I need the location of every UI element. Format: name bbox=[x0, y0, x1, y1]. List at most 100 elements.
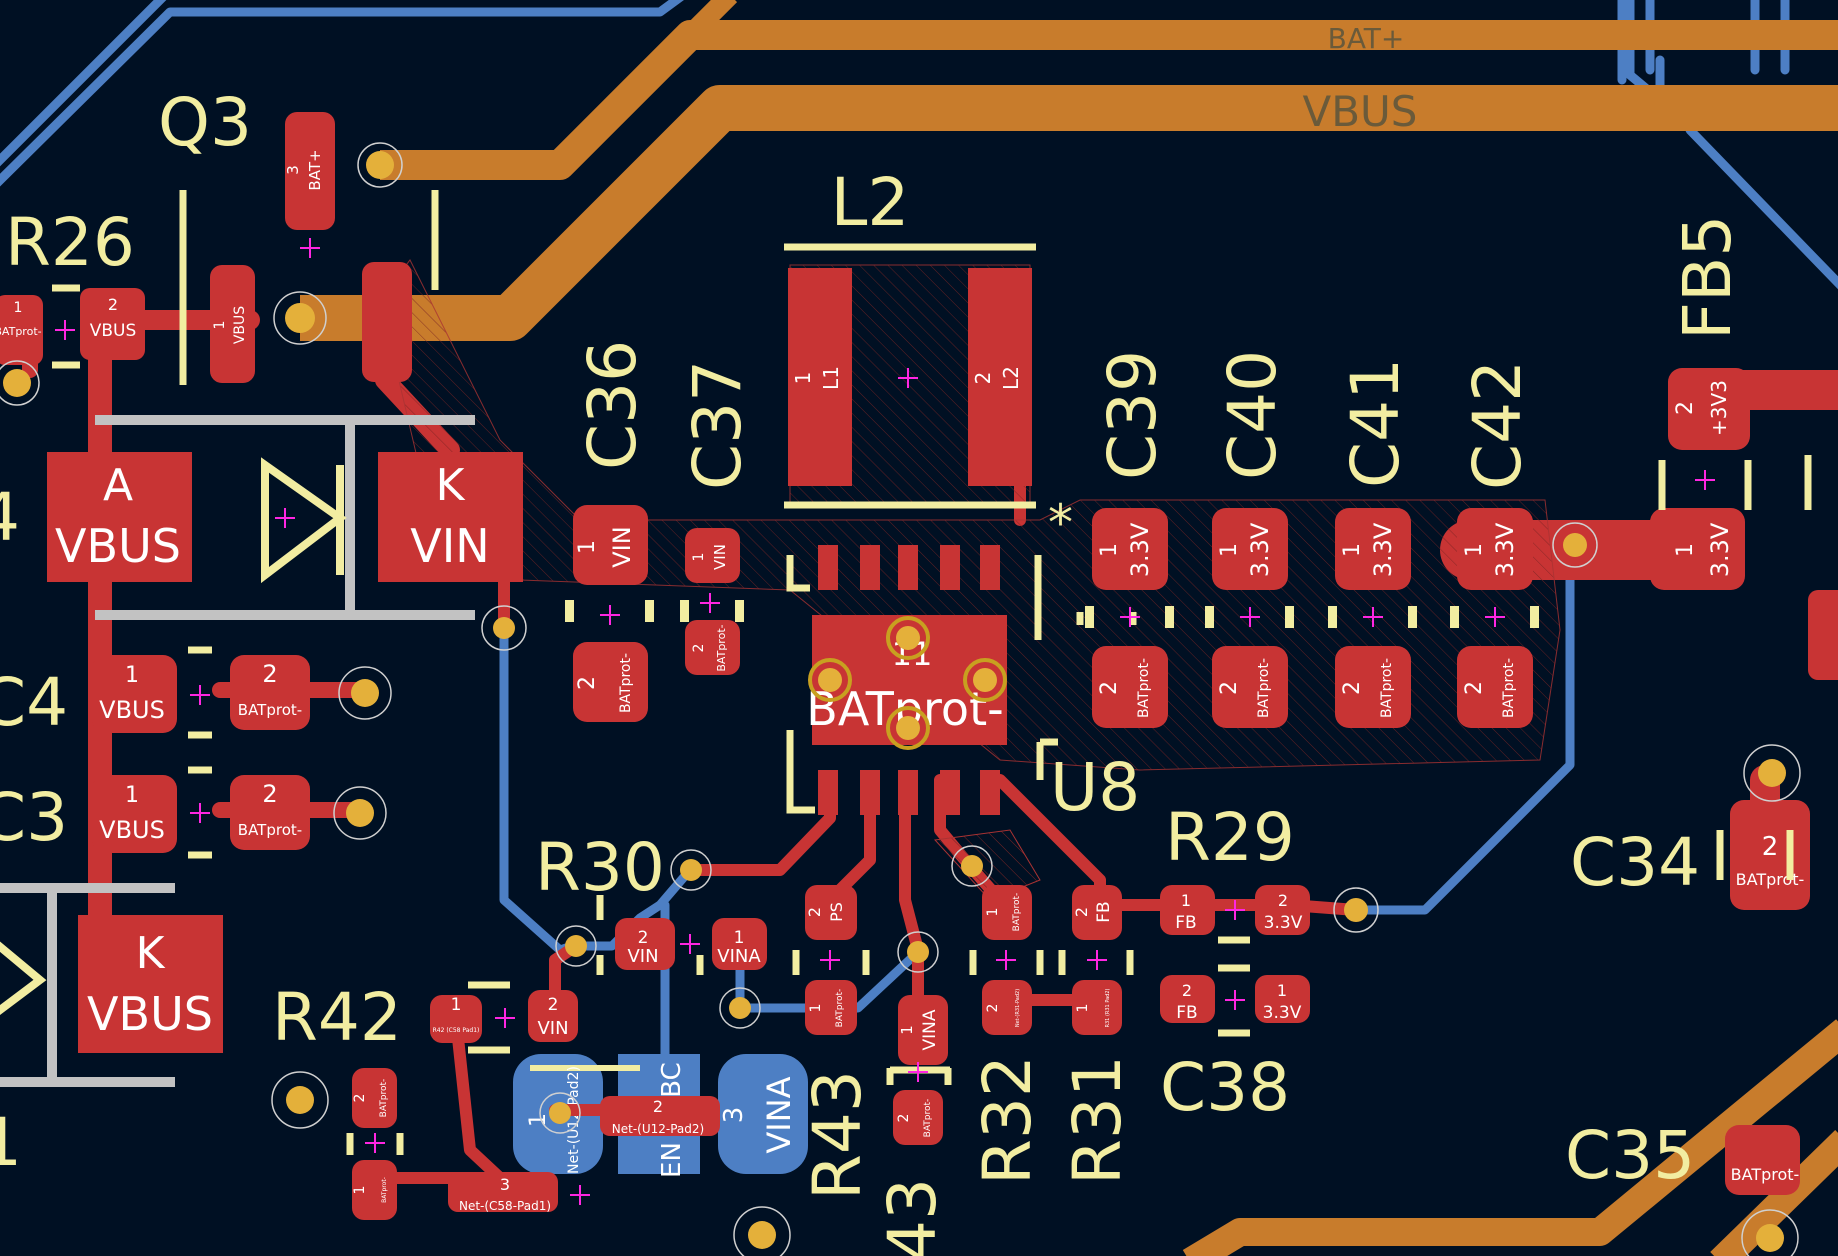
bottom-trace[interactable] bbox=[0, 0, 690, 190]
c58-pad-1[interactable] bbox=[352, 1160, 397, 1220]
bat-plus-trace[interactable] bbox=[380, 20, 1838, 180]
via[interactable] bbox=[1743, 744, 1801, 802]
u12-pad-3[interactable] bbox=[718, 1054, 808, 1174]
r43-vina-pad[interactable] bbox=[898, 995, 948, 1065]
via[interactable] bbox=[886, 706, 930, 750]
via[interactable] bbox=[733, 1206, 791, 1256]
l2-pad-1[interactable] bbox=[788, 268, 852, 486]
r29-pad-1[interactable] bbox=[1160, 885, 1215, 935]
c40-pad-2[interactable] bbox=[1212, 646, 1288, 728]
via[interactable] bbox=[897, 931, 939, 973]
u8-pin[interactable] bbox=[860, 770, 880, 815]
diode-top-cathode-pad[interactable] bbox=[378, 452, 523, 582]
top-trace[interactable] bbox=[684, 774, 836, 876]
r32-pad-2[interactable] bbox=[982, 980, 1032, 1035]
via[interactable] bbox=[1552, 522, 1598, 568]
c42-pad-1[interactable] bbox=[1457, 508, 1533, 590]
via[interactable] bbox=[555, 925, 597, 967]
diode-bottom-cathode-pad[interactable] bbox=[78, 915, 223, 1053]
c35-pad[interactable] bbox=[1725, 1125, 1800, 1195]
via[interactable] bbox=[539, 1092, 581, 1134]
r43-pad-1[interactable] bbox=[805, 980, 857, 1035]
top-trace[interactable] bbox=[369, 1004, 506, 1184]
ref-c3: C3 bbox=[0, 779, 68, 856]
r42-pad-2[interactable] bbox=[528, 990, 578, 1042]
via[interactable] bbox=[808, 658, 852, 702]
q3-pad-2[interactable] bbox=[362, 262, 412, 382]
r31-pad-1[interactable] bbox=[1072, 980, 1122, 1035]
u8-pin[interactable] bbox=[898, 545, 918, 590]
c41-pad-2[interactable] bbox=[1335, 646, 1411, 728]
via[interactable] bbox=[951, 845, 993, 887]
via[interactable] bbox=[670, 849, 712, 891]
via[interactable] bbox=[719, 987, 761, 1029]
bat-plus-branch[interactable] bbox=[682, 0, 738, 43]
l2-pad-2[interactable] bbox=[968, 268, 1032, 486]
bottom-trace[interactable] bbox=[1351, 555, 1575, 915]
u8-pin[interactable] bbox=[860, 545, 880, 590]
via[interactable] bbox=[963, 658, 1007, 702]
via[interactable] bbox=[271, 1071, 329, 1129]
c39-pad-1[interactable] bbox=[1092, 508, 1168, 590]
c36-pad-1[interactable] bbox=[573, 505, 648, 585]
u8-pin[interactable] bbox=[940, 545, 960, 590]
fb5-pad-1[interactable] bbox=[1650, 508, 1745, 590]
r43-pad-2[interactable] bbox=[893, 1090, 943, 1145]
via[interactable] bbox=[0, 360, 40, 406]
c37-pad-2[interactable] bbox=[685, 620, 740, 675]
c36-pad-2[interactable] bbox=[573, 642, 648, 722]
c37-pad-1[interactable] bbox=[685, 528, 740, 583]
u12-net-pad[interactable] bbox=[600, 1096, 720, 1136]
via[interactable] bbox=[333, 786, 387, 840]
r30-pad-1[interactable] bbox=[712, 918, 767, 970]
c38-pad-2[interactable] bbox=[1160, 975, 1215, 1023]
r26-pad-1[interactable] bbox=[0, 295, 43, 365]
u8-pin[interactable] bbox=[980, 545, 1000, 590]
r26-pad-2[interactable] bbox=[80, 288, 145, 360]
r32-pad-1[interactable] bbox=[982, 885, 1032, 940]
bottom-trace[interactable] bbox=[655, 900, 670, 1065]
vbus-trace[interactable] bbox=[300, 85, 1838, 341]
r31-fb-pad[interactable] bbox=[1072, 885, 1122, 940]
u8-pin[interactable] bbox=[818, 545, 838, 590]
ps-pad[interactable] bbox=[805, 885, 857, 940]
fb5-pad-2[interactable] bbox=[1668, 368, 1750, 450]
bottom-trace[interactable] bbox=[1685, 125, 1838, 290]
via[interactable] bbox=[886, 616, 930, 660]
bottom-trace[interactable] bbox=[0, 0, 170, 170]
r42-pad-1[interactable] bbox=[430, 995, 482, 1043]
u8-pin[interactable] bbox=[898, 770, 918, 815]
power-trace-lower-2[interactable] bbox=[1710, 1129, 1838, 1256]
c38-pad-1[interactable] bbox=[1255, 975, 1310, 1023]
q3-pad-1[interactable] bbox=[210, 265, 255, 383]
power-trace-lower[interactable] bbox=[1182, 1019, 1838, 1256]
u12-pad-3b[interactable] bbox=[448, 1172, 558, 1212]
u8-pin[interactable] bbox=[818, 770, 838, 815]
right-edge-pad[interactable] bbox=[1808, 590, 1838, 680]
via[interactable] bbox=[481, 605, 527, 651]
c58-pad-2[interactable] bbox=[352, 1068, 397, 1128]
top-trace[interactable] bbox=[899, 774, 924, 1026]
via[interactable] bbox=[338, 666, 392, 720]
c39-pad-2[interactable] bbox=[1092, 646, 1168, 728]
via[interactable] bbox=[273, 291, 327, 345]
q3-pad-3[interactable] bbox=[285, 112, 335, 230]
u8-pin[interactable] bbox=[940, 770, 960, 815]
c42-pad-2[interactable] bbox=[1457, 646, 1533, 728]
c40-pad-1[interactable] bbox=[1212, 508, 1288, 590]
c3-pad-2[interactable] bbox=[230, 775, 310, 850]
r30-pad-2[interactable] bbox=[615, 918, 675, 970]
via[interactable] bbox=[1333, 887, 1379, 933]
c38-pad-2-net: FB bbox=[1176, 1003, 1197, 1023]
c4-pad-1[interactable] bbox=[92, 655, 177, 733]
c34-pad-2[interactable] bbox=[1730, 800, 1810, 910]
via[interactable] bbox=[1741, 1209, 1799, 1256]
diode-top-anode-pad[interactable] bbox=[47, 452, 192, 582]
c4-pad-2[interactable] bbox=[230, 655, 310, 730]
c41-pad-1[interactable] bbox=[1335, 508, 1411, 590]
u8-pin[interactable] bbox=[980, 770, 1000, 815]
r29-pad-2[interactable] bbox=[1255, 885, 1310, 935]
c3-pad-1[interactable] bbox=[92, 775, 177, 853]
via[interactable] bbox=[357, 142, 403, 188]
